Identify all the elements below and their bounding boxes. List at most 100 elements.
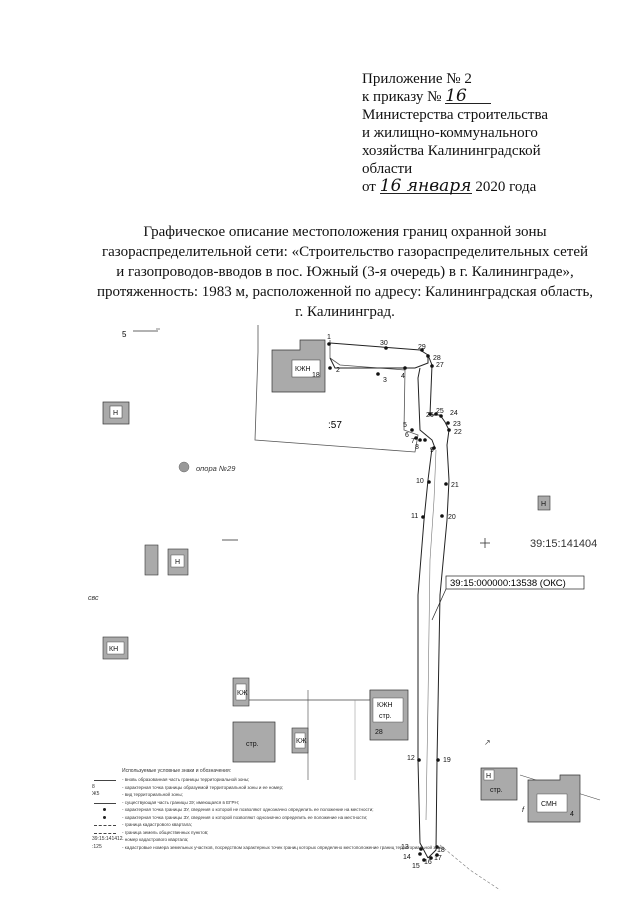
legend-code: 8 [92, 783, 95, 790]
legend-row: - характерная точка границы ЗУ, сведения… [92, 815, 367, 821]
building-kzhn-18-number: 18 [312, 372, 320, 379]
boundary-point-18 [435, 845, 439, 849]
building-str-line2: стр. [379, 713, 392, 720]
legend-symbol [92, 800, 118, 806]
date-prefix: от [362, 179, 376, 195]
boundary-point-10 [427, 480, 431, 484]
boundary-point-21 [444, 482, 448, 486]
map-label-5: 5 [122, 330, 127, 339]
boundary-point-label-5: 5 [403, 422, 407, 429]
legend-row: - характерная точка границы ЗУ, сведения… [92, 807, 374, 813]
boundary-point-label-29: 29 [418, 344, 426, 351]
building-kzhn-18: КЖН 18 [271, 339, 326, 393]
support-29-label: опора №29 [196, 464, 236, 473]
boundary-point-label-8: 8 [415, 444, 419, 451]
zone-boundary-east [427, 354, 450, 859]
oks-label-box [445, 575, 585, 590]
boundary-point-label-24: 24 [450, 410, 458, 417]
boundary-point-1 [327, 342, 331, 346]
oks-label: 39:15:000000:13538 (ОКС) [450, 578, 566, 589]
boundary-point-label-27: 27 [436, 362, 444, 369]
boundary-point-label-13: 13 [401, 844, 409, 851]
building-n-2-label: Н [541, 501, 546, 508]
building-n-str-east: Н стр. [480, 767, 518, 801]
appendix-block: Приложение № 2 к приказу № 16 Министерст… [362, 70, 602, 196]
boundary-point-label-28: 28 [433, 355, 441, 362]
parcel-57-boundary [254, 325, 419, 453]
zone-boundary-upper [329, 342, 429, 369]
title-line-4: протяженность: 1983 м, расположенной по … [96, 284, 594, 300]
boundary-point-30 [384, 346, 388, 350]
zone-boundary-connector [417, 367, 436, 449]
boundary-point-label-6: 6 [405, 432, 409, 439]
boundary-point-23 [446, 421, 450, 425]
boundary-point-19 [436, 758, 440, 762]
legend-row: - граница кадастрового квартала; [92, 822, 342, 828]
handwritten-order-number: 16 [445, 88, 492, 105]
building-smn-number: 4 [570, 811, 574, 818]
boundary-point-4 [403, 366, 407, 370]
legend-text: - существующая часть границы ЗУ, имеющая… [122, 799, 240, 805]
handwritten-date: 16 января [379, 176, 472, 196]
boundary-point-12 [417, 758, 421, 762]
appendix-line-6: области [362, 161, 413, 177]
boundary-point-16 [429, 856, 433, 860]
boundary-point-28 [426, 354, 430, 358]
svs-label: свс [88, 595, 99, 602]
boundary-point-27 [430, 364, 434, 368]
appendix-line-5: хозяйства Калининградской [362, 143, 541, 159]
boundary-point-6 [414, 436, 418, 440]
boundary-point-label-9: 9 [430, 447, 434, 454]
building-str-line1: КЖН [377, 702, 393, 709]
boundary-point-label-14: 14 [403, 854, 411, 861]
legend-symbol [92, 822, 118, 828]
boundary-point-label-26: 26 [426, 412, 434, 419]
appendix-line-3: Министерства строительства [362, 107, 549, 123]
road-dashed-line [439, 844, 501, 891]
boundary-point-17 [435, 853, 439, 857]
boundary-point-label-3: 3 [383, 377, 387, 384]
legend-text: - кадастровые номера земельных участков,… [122, 844, 445, 850]
parcel-57-label: :57 [328, 420, 342, 431]
appendix-order-prefix: к приказу № [362, 89, 442, 105]
building-kzh: КЖ [232, 677, 250, 707]
building-str-east-label: стр. [490, 787, 503, 794]
building-kzhn-str-28: КЖН стр. 28 [369, 689, 409, 741]
appendix-order-line: к приказу № 16 [362, 88, 602, 106]
legend-row: - граница земель общественных пунктов; [92, 830, 342, 836]
boundary-point-11 [421, 515, 425, 519]
title-line-1: Графическое описание местоположения гран… [143, 224, 547, 240]
legend-symbol: Ж5 [92, 791, 118, 798]
legend-row: - вновь образованная часть границы терри… [92, 777, 342, 783]
legend-text: - вновь образованная часть границы терри… [122, 777, 250, 782]
oks-leader-line [431, 588, 447, 621]
boundary-point-label-1: 1 [327, 334, 331, 341]
document-title: Графическое описание местоположения гран… [70, 222, 620, 322]
boundary-point-label-17: 17 [434, 855, 442, 862]
legend-code: Ж5 [92, 791, 100, 797]
title-line-5: г. Калининград. [295, 304, 395, 320]
legend-text: - граница кадастрового квартала; [122, 822, 192, 827]
building-str-line3: 28 [375, 729, 383, 736]
title-line-2: газораспределительной сети: «Строительст… [101, 244, 589, 260]
boundary-point-label-4: 4 [401, 373, 405, 380]
boundary-point-label-11: 11 [411, 513, 418, 520]
legend-text: - номер кадастрового квартала; [122, 837, 189, 842]
support-29-icon [178, 461, 190, 473]
boundary-point-15 [422, 858, 426, 862]
legend-symbol: 39:15:141412 [92, 836, 123, 843]
building-smn-label: СМН [541, 801, 557, 808]
building-kzhn-18-label: КЖН [295, 366, 311, 373]
boundary-point-2 [328, 366, 332, 370]
legend-text: - граница земель общественных пунктов; [122, 829, 209, 835]
boundary-point-label-20: 20 [448, 514, 456, 521]
boundary-point-5 [410, 428, 414, 432]
legend-text: - характерная точка границы образуемой т… [122, 784, 284, 790]
boundary-point-label-12: 12 [407, 755, 415, 762]
boundary-point-22 [447, 428, 451, 432]
legend-symbol [92, 807, 118, 813]
building-str-west-label: стр. [246, 741, 259, 748]
building-smn-letter: f [522, 807, 525, 814]
